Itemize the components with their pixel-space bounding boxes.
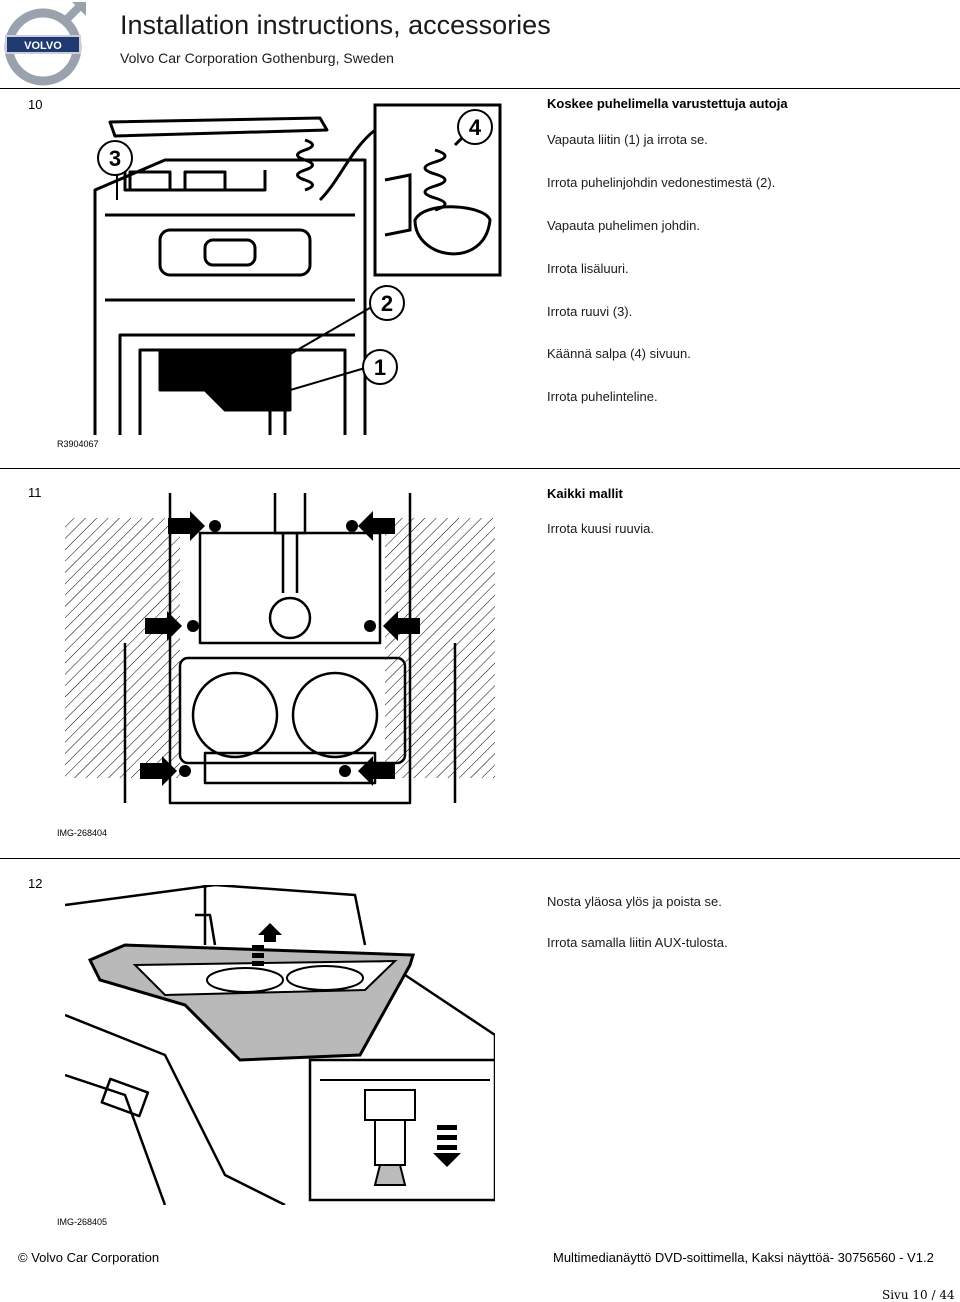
callout-4: 4 [469,115,482,140]
step-instruction: Irrota samalla liitin AUX-tulosta. [547,935,728,950]
step-instruction: Irrota ruuvi (3). [547,304,633,319]
callout-3: 3 [109,146,121,171]
step-10-illustration: 1 2 3 4 [65,100,505,435]
step-number: 10 [28,97,43,112]
step-number: 11 [28,485,42,500]
step-instruction: Nosta yläosa ylös ja poista se. [547,894,722,909]
callout-2: 2 [381,291,393,316]
step-title: Koskee puhelimella varustettuja autoja [547,96,788,111]
section-divider [0,468,960,469]
figure-reference: IMG-268404 [57,828,108,838]
page-number: Sivu 10 / 44 [882,1288,955,1302]
step-instruction: Irrota lisäluuri. [547,261,629,276]
step-instruction: Irrota puhelinjohdin vedonestimestä (2). [547,175,776,190]
step-instruction: Käännä salpa (4) sivuun. [547,346,691,361]
step-11-illustration [65,493,495,813]
figure-reference: IMG-268405 [57,1217,108,1227]
step-title: Kaikki mallit [547,486,623,501]
page-subtitle: Volvo Car Corporation Gothenburg, Sweden [120,50,394,66]
step-12-illustration [65,885,495,1205]
step-instruction: Irrota kuusi ruuvia. [547,521,654,536]
logo-wordmark: VOLVO [24,40,62,52]
step-number: 12 [28,876,43,891]
step-instruction: Vapauta puhelimen johdin. [547,218,700,233]
figure-reference: R3904067 [57,439,99,449]
step-instruction: Vapauta liitin (1) ja irrota se. [547,132,708,147]
section-divider [0,858,960,859]
callout-1: 1 [374,355,386,380]
footer-document-title: Multimedianäyttö DVD-soittimella, Kaksi … [553,1250,934,1265]
volvo-logo: VOLVO [4,2,86,86]
footer-copyright: © Volvo Car Corporation [18,1250,160,1265]
section-divider [0,88,960,89]
step-instruction: Irrota puhelinteline. [547,389,658,404]
page-title: Installation instructions, accessories [120,10,551,40]
